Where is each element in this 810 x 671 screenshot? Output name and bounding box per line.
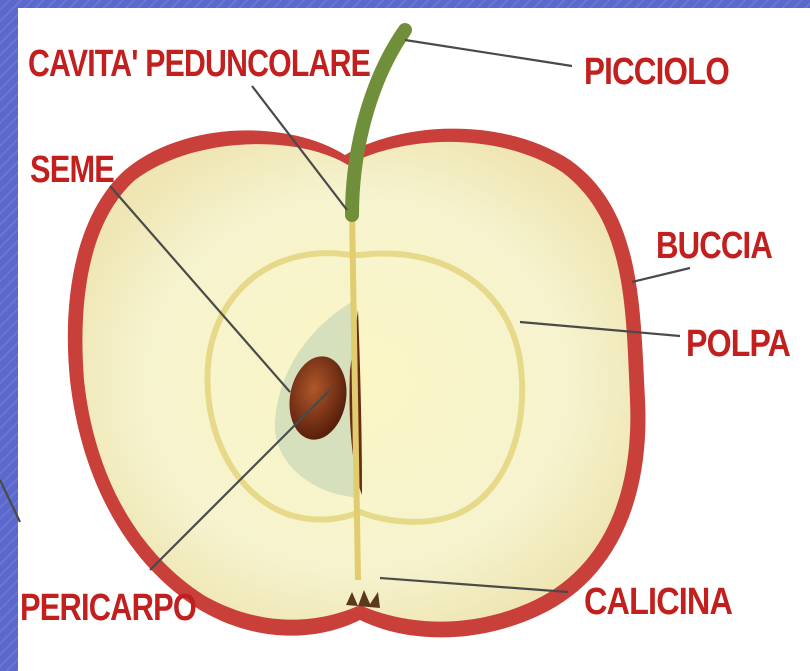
background-stroke <box>0 480 20 522</box>
label-buccia: BUCCIA <box>656 225 772 267</box>
label-seme: SEME <box>30 149 114 191</box>
pointer-picciolo <box>405 40 572 66</box>
label-picciolo: PICCIOLO <box>584 51 729 93</box>
label-calicina: CALICINA <box>584 581 732 623</box>
label-cavita-peduncolare: CAVITA' PEDUNCOLARE <box>28 43 370 85</box>
label-polpa: POLPA <box>686 323 790 365</box>
label-pericarpo: PERICARPO <box>20 587 196 629</box>
pointer-buccia <box>632 268 690 282</box>
